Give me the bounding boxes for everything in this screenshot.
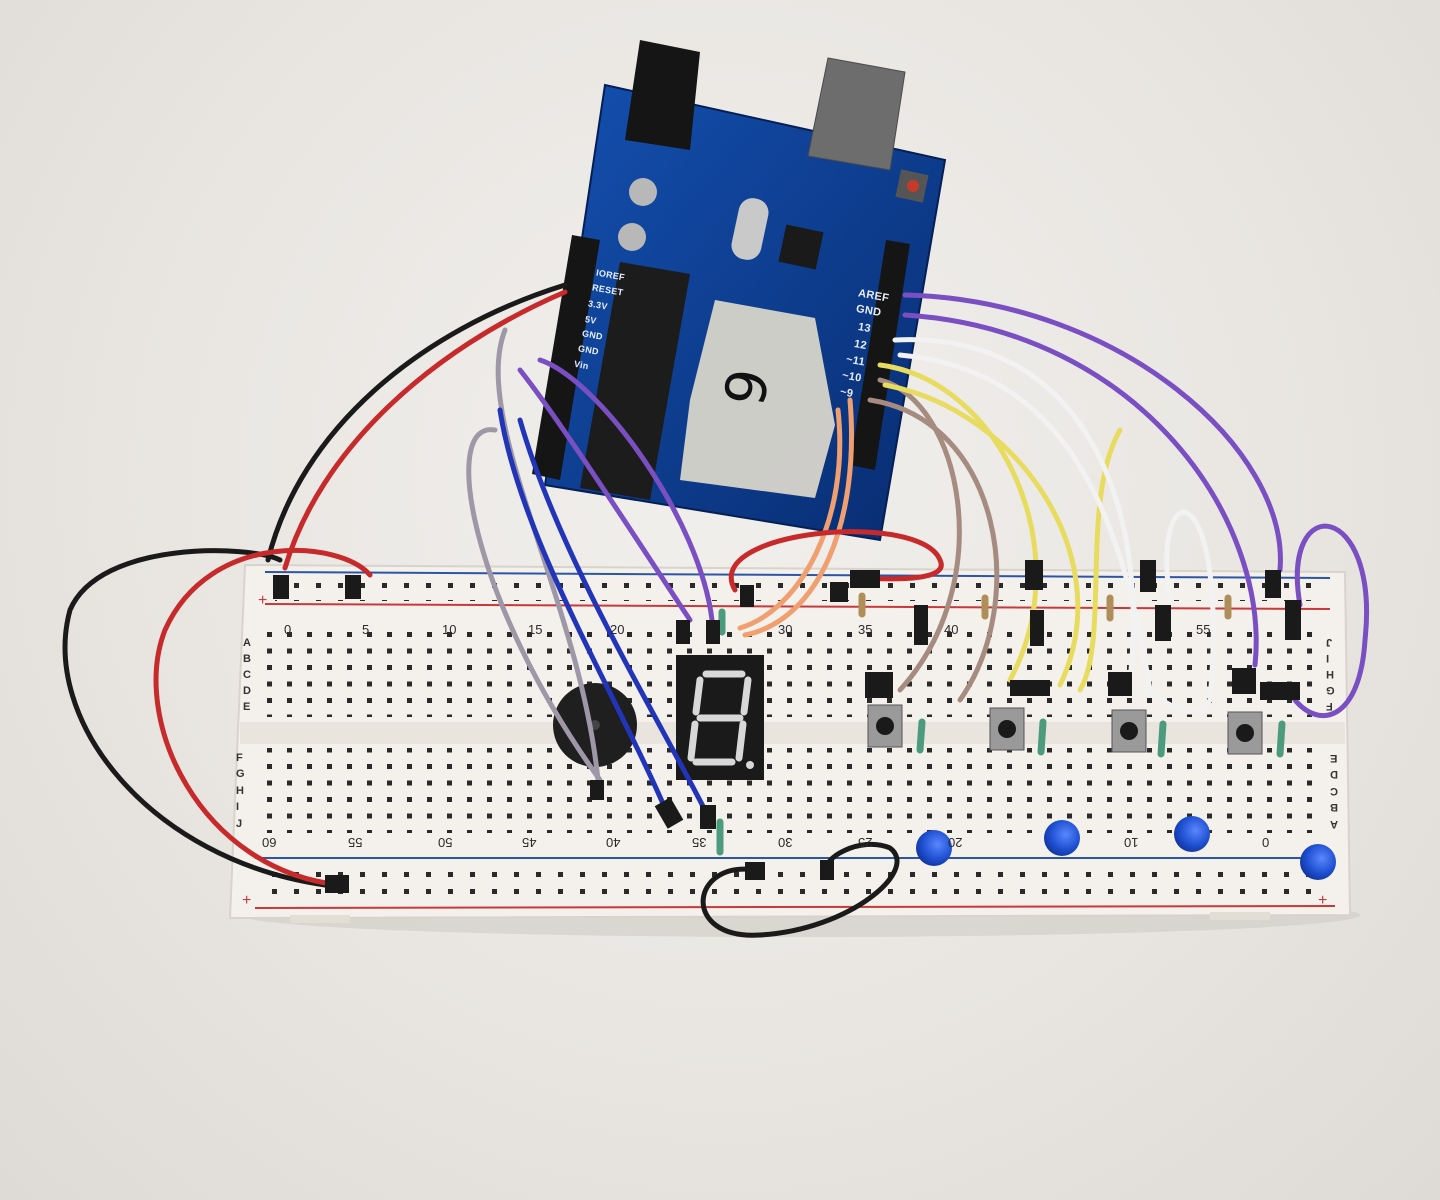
column-number: 20 — [610, 622, 625, 637]
row-letter: D — [1330, 768, 1338, 780]
column-number: 10 — [442, 622, 457, 637]
row-letter: E — [243, 701, 251, 713]
column-number: 25 — [858, 835, 873, 850]
column-number: 55 — [1196, 622, 1211, 637]
row-letter: C — [1330, 785, 1338, 797]
pin-label-12: 12 — [853, 337, 868, 353]
row-letter: J — [1326, 636, 1333, 648]
row-letter: G — [236, 768, 245, 780]
column-number: 10 — [1124, 835, 1139, 850]
row-letter: B — [243, 653, 251, 665]
breadboard — [228, 563, 1352, 923]
column-number: 5 — [362, 622, 370, 637]
push-buttons — [867, 704, 1263, 755]
blue-leds — [916, 816, 1336, 880]
row-letter: H — [236, 785, 244, 797]
column-number: 0 — [284, 622, 292, 637]
row-letter: C — [243, 669, 251, 681]
row-letter: I — [1326, 652, 1330, 664]
pin-label-9: ~9 — [839, 385, 855, 401]
row-letter: F — [236, 752, 243, 764]
column-number: 0 — [1262, 835, 1270, 850]
column-number: 30 — [778, 835, 793, 850]
row-letter: E — [1330, 752, 1338, 764]
row-letter: A — [1330, 818, 1338, 830]
resistors — [716, 592, 1286, 856]
row-letter: H — [1326, 668, 1334, 680]
pin-label-13: 13 — [857, 320, 872, 336]
row-letter: B — [1330, 801, 1338, 813]
column-number: 45 — [522, 835, 537, 850]
column-number: 15 — [528, 622, 543, 637]
row-letter: A — [243, 637, 251, 649]
column-number: 35 — [858, 622, 873, 637]
column-number: 20 — [948, 835, 963, 850]
arduino-board — [532, 40, 947, 542]
column-number: 55 — [348, 835, 363, 850]
dupont-connectors — [273, 560, 1301, 893]
column-number: 60 — [262, 835, 277, 850]
rail-plus-top: + — [258, 592, 268, 609]
row-letter: D — [243, 685, 251, 697]
column-number: 50 — [438, 835, 453, 850]
column-number: 30 — [778, 622, 793, 637]
row-letter: J — [236, 818, 243, 830]
row-letter: G — [1326, 684, 1335, 696]
rail-plus-bottom-right: + — [1318, 892, 1328, 909]
column-number: 40 — [944, 622, 959, 637]
row-letter: F — [1326, 700, 1333, 712]
rail-plus-bottom-left: + — [242, 892, 252, 909]
column-number: 40 — [606, 835, 621, 850]
row-letter: I — [236, 801, 240, 813]
jumper-wires — [62, 282, 1369, 938]
seven-segment-display — [676, 655, 764, 780]
column-number: 35 — [692, 835, 707, 850]
pin-label-5v: 5V — [584, 314, 598, 326]
